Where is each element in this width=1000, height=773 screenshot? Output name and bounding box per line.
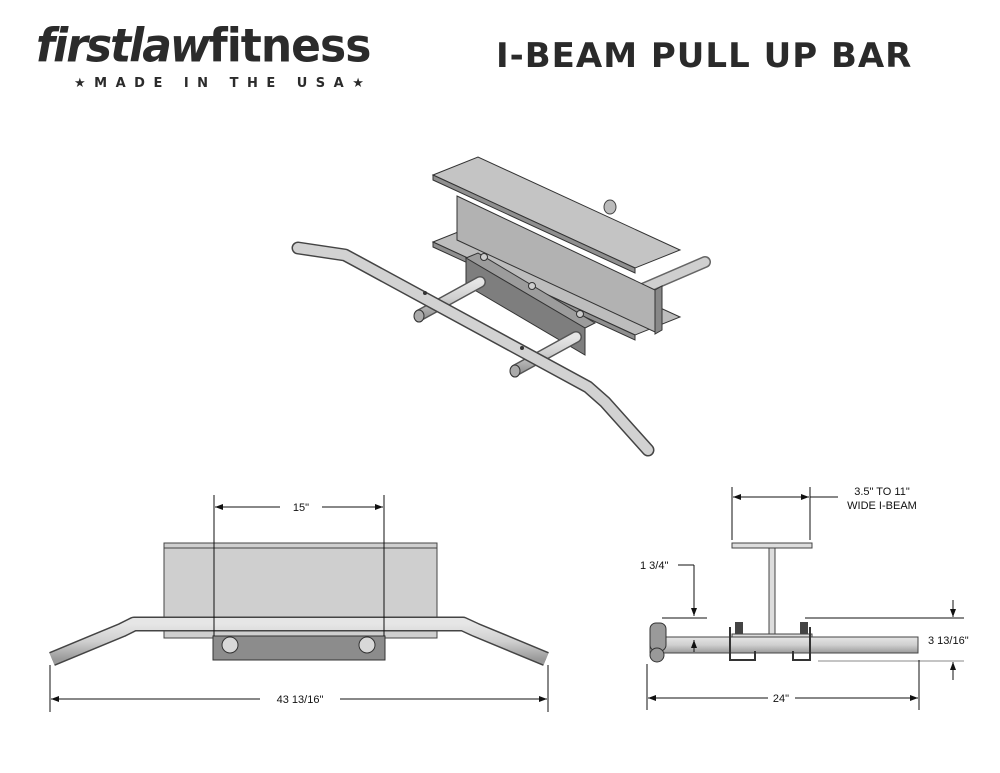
dimension-overall-width: 43 13/16"	[277, 694, 324, 706]
brand-name-second: fitness	[208, 19, 372, 74]
dimension-clearance: 1 3/4"	[640, 560, 668, 572]
dimension-drop: 3 13/16"	[928, 635, 969, 647]
front-view: 15" 43 13/16"	[49, 495, 549, 712]
dimension-beam-width: 3.5" TO 11"	[854, 486, 910, 498]
brand-logo: firstlawfitness ★MADE IN THE USA★	[36, 19, 396, 91]
dimension-beam-width-note: WIDE I-BEAM	[847, 500, 917, 512]
product-title: I-BEAM PULL UP BAR	[496, 36, 913, 76]
brand-name-first: firstlaw	[36, 19, 211, 74]
isometric-view	[291, 156, 711, 457]
brand-wordmark: firstlawfitness	[36, 19, 396, 74]
dimension-handle-spacing: 15"	[293, 502, 309, 514]
side-view: 3.5" TO 11" WIDE I-BEAM 1 3/4" 3 13/16" …	[640, 486, 969, 710]
brand-tagline: ★MADE IN THE USA★	[74, 76, 373, 91]
dimension-depth: 24"	[773, 693, 789, 705]
